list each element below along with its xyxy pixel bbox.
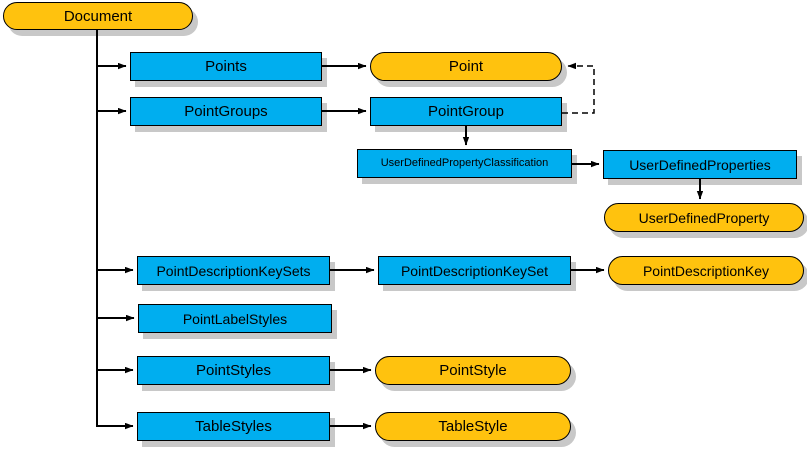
node-pointlabelstyles[interactable]: PointLabelStyles — [138, 304, 332, 333]
edge-document-to-pointgroups — [96, 66, 127, 115]
node-document[interactable]: Document — [3, 2, 193, 30]
node-pointdescriptionkeysets[interactable]: PointDescriptionKeySets — [137, 256, 330, 285]
node-pointdescriptionkeyset[interactable]: PointDescriptionKeySet — [378, 256, 571, 285]
edge-document-to-pointstyles — [96, 318, 134, 374]
node-tablestyles[interactable]: TableStyles — [137, 412, 330, 441]
node-points[interactable]: Points — [130, 52, 322, 81]
node-pointstyles[interactable]: PointStyles — [137, 356, 330, 385]
edge-document-to-pointlabelstyles — [96, 270, 135, 322]
node-pointdescriptionkey[interactable]: PointDescriptionKey — [608, 256, 804, 285]
node-pointgroups[interactable]: PointGroups — [130, 97, 322, 126]
node-point[interactable]: Point — [370, 52, 562, 81]
edge-document-to-pointdescriptionkeysets — [96, 111, 134, 274]
edge-document-to-tablestyles — [96, 370, 134, 430]
node-pointgroup[interactable]: PointGroup — [370, 97, 562, 126]
node-userdefinedpropertyclassification[interactable]: UserDefinedPropertyClassification — [357, 149, 572, 178]
node-userdefinedproperties[interactable]: UserDefinedProperties — [603, 150, 797, 179]
node-tablestyle[interactable]: TableStyle — [375, 412, 571, 441]
node-userdefinedproperty[interactable]: UserDefinedProperty — [604, 203, 804, 232]
node-pointstyle[interactable]: PointStyle — [375, 356, 571, 385]
